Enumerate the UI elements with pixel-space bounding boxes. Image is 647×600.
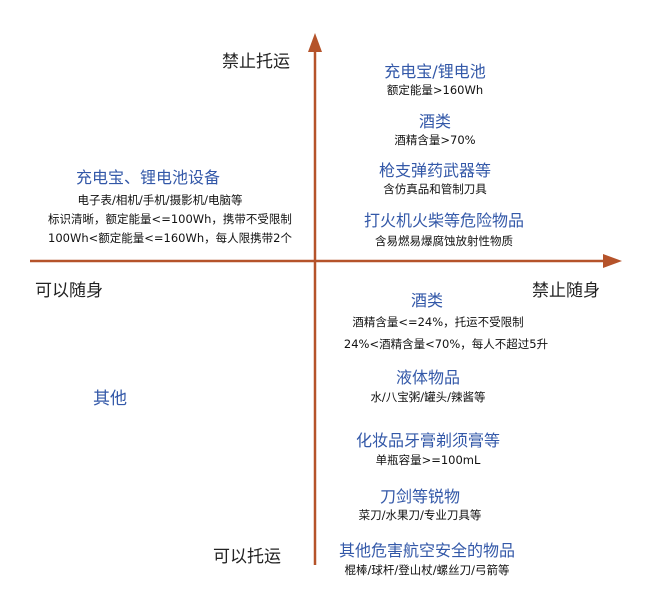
br-line-aviation-hazards: 棍棒/球杆/登山杖/螺丝刀/弓箭等: [344, 563, 510, 577]
tl-line-devices: 电子表/相机/手机/摄影机/电脑等: [77, 193, 243, 207]
br-heading-liquids: 液体物品: [395, 368, 461, 387]
bl-label-others: 其他: [93, 389, 127, 409]
br-line-blades: 菜刀/水果刀/专业刀具等: [358, 508, 482, 522]
vertical-axis-arrowhead: [308, 33, 322, 52]
axis-label-bottom: 可以托运: [213, 547, 281, 567]
tr-heading-weapons: 枪支弹药武器等: [378, 161, 492, 180]
tr-line-weapons: 含仿真品和管制刀具: [383, 182, 487, 196]
br-heading-blades: 刀剑等锐物: [379, 487, 461, 506]
br-line-alcohol-24: 酒精含量<=24%，托运不受限制: [352, 315, 524, 329]
tl-heading-battery-devices: 充电宝、锂电池设备: [75, 168, 221, 187]
tr-heading-flammables: 打火机火柴等危险物品: [363, 211, 525, 230]
br-line-liquids: 水/八宝粥/罐头/辣酱等: [370, 390, 486, 404]
tr-line-flammables: 含易燃易爆腐蚀放射性物质: [375, 234, 513, 248]
br-heading-aviation-hazards: 其他危害航空安全的物品: [338, 541, 516, 560]
axis-label-right: 禁止随身: [532, 281, 600, 301]
tr-heading-battery: 充电宝/锂电池: [384, 62, 486, 81]
br-heading-alcohol: 酒类: [410, 291, 444, 310]
tl-line-under-100wh: 标识清晰，额定能量<=100Wh，携带不受限制: [48, 212, 292, 226]
axis-label-top: 禁止托运: [222, 52, 290, 72]
br-line-alcohol-24-70: 24%<酒精含量<70%，每人不超过5升: [343, 337, 549, 351]
tr-line-battery: 额定能量>160Wh: [386, 83, 484, 97]
tr-line-alcohol: 酒精含量>70%: [394, 133, 476, 147]
tl-line-100-160wh: 100Wh<额定能量<=160Wh，每人限携带2个: [48, 231, 292, 245]
tr-heading-alcohol: 酒类: [418, 112, 452, 131]
br-line-cosmetics: 单瓶容量>=100mL: [375, 453, 481, 467]
axis-label-left: 可以随身: [35, 281, 103, 301]
horizontal-axis-arrowhead: [603, 254, 622, 268]
br-heading-cosmetics: 化妆品牙膏剃须膏等: [355, 431, 501, 450]
